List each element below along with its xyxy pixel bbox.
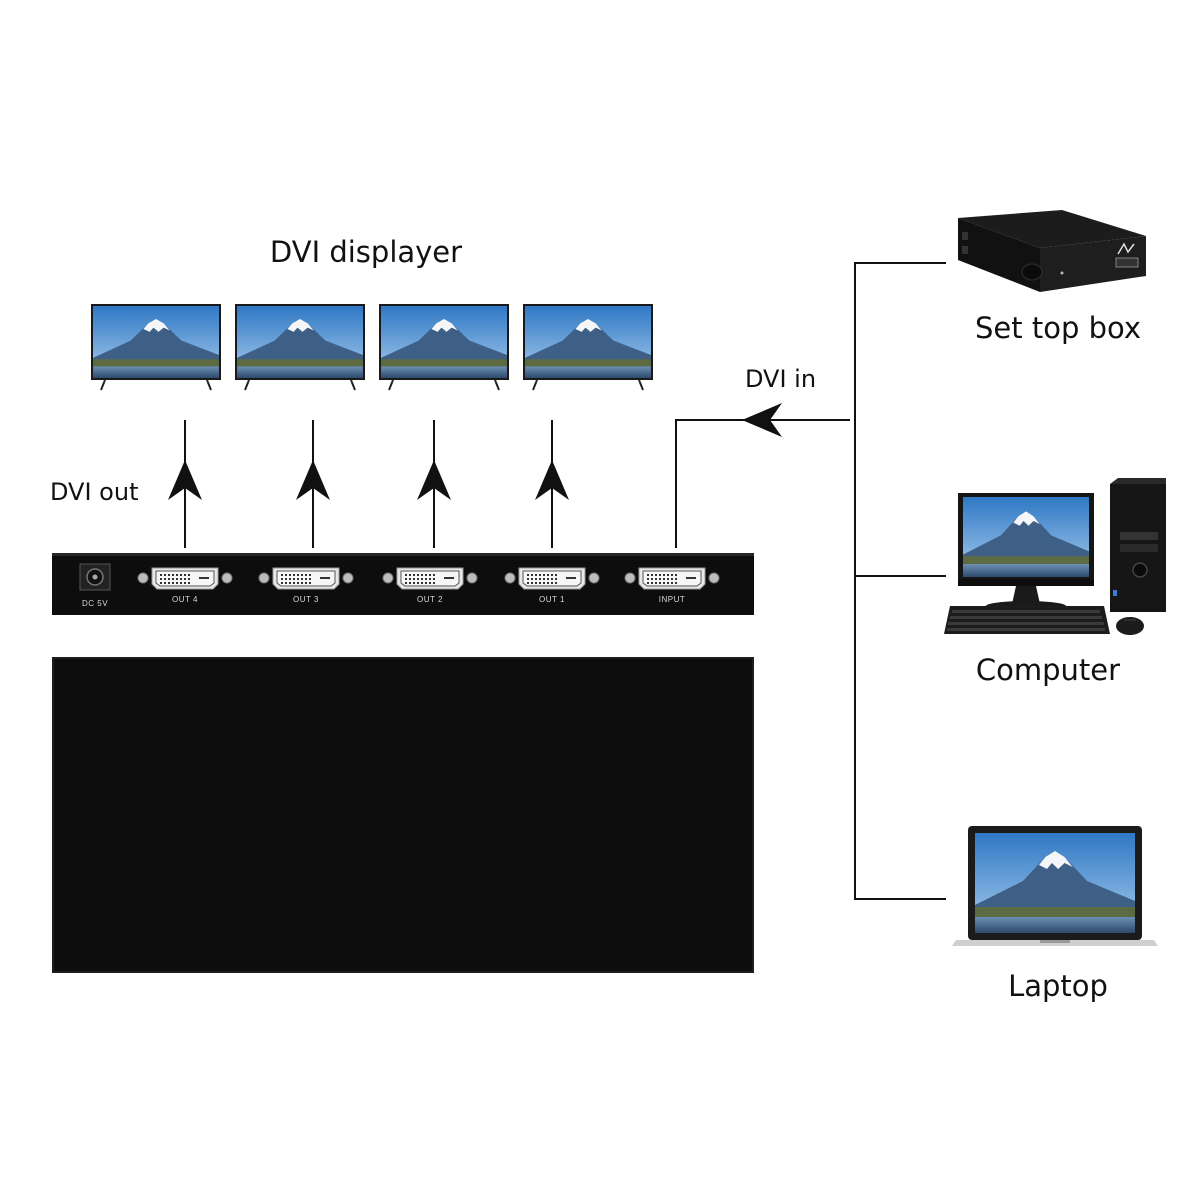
arrow-up-icon	[535, 420, 569, 548]
displayer-title: DVI displayer	[270, 235, 462, 269]
out3-label: OUT 3	[293, 595, 319, 604]
desktop-computer-icon	[944, 478, 1166, 635]
dc-port-label: DC 5V	[82, 599, 108, 608]
dvi-out-label: DVI out	[50, 478, 139, 506]
tv-monitor-icon	[523, 304, 653, 391]
dc-power-jack	[79, 563, 111, 591]
out4-label: OUT 4	[172, 595, 198, 604]
arrow-up-icon	[417, 420, 451, 548]
set-top-box-label: Set top box	[975, 311, 1141, 345]
set-top-box-icon	[958, 210, 1146, 292]
computer-label: Computer	[976, 653, 1120, 687]
tv-monitor-icon	[235, 304, 365, 391]
tv-monitor-icon	[379, 304, 509, 391]
arrow-left-icon	[742, 403, 782, 437]
source-bus	[854, 262, 946, 900]
arrow-up-icon	[296, 420, 330, 548]
input-cable	[675, 419, 850, 548]
dvi-in-label: DVI in	[745, 365, 816, 393]
out2-label: OUT 2	[417, 595, 443, 604]
tv-monitor-icon	[91, 304, 221, 391]
out1-label: OUT 1	[539, 595, 565, 604]
splitter-back-panel: DC 5V OUT 4 OUT 3 OUT 2 OUT 1 INPUT	[52, 553, 754, 615]
arrow-up-icon	[168, 420, 202, 548]
laptop-label: Laptop	[1008, 969, 1108, 1003]
laptop-icon	[952, 826, 1158, 946]
input-label: INPUT	[659, 595, 686, 604]
splitter-top-case	[52, 657, 754, 973]
